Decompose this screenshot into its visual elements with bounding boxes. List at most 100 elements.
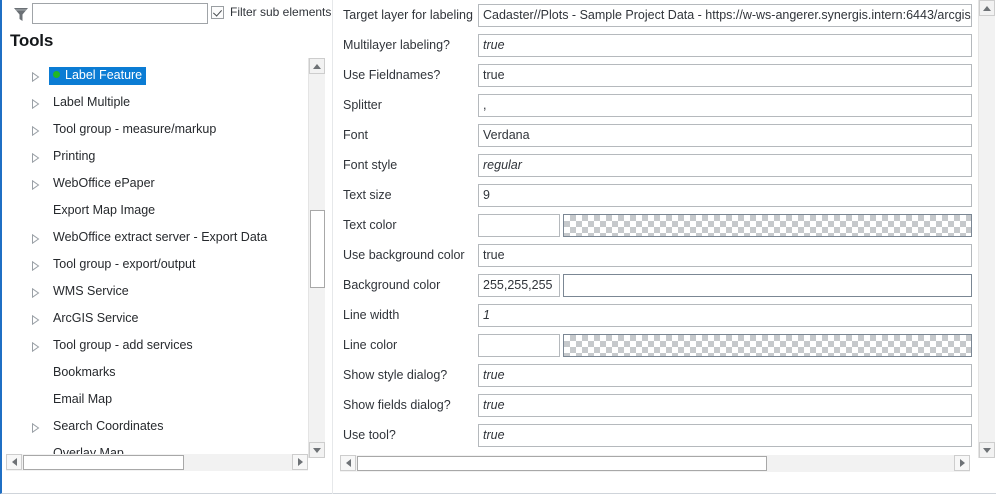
property-field: 255,255,255 [478, 270, 978, 300]
tree-item-label: Printing [53, 148, 96, 163]
scroll-left-button[interactable] [340, 455, 356, 471]
property-value-input[interactable]: true [478, 363, 972, 387]
scrollbar-thumb[interactable] [23, 455, 184, 470]
triangle-down-icon [983, 447, 991, 453]
tree-item[interactable]: WMS Service [2, 278, 308, 305]
property-field: , [478, 90, 978, 120]
tree-vertical-scrollbar[interactable] [308, 58, 325, 458]
scroll-right-button[interactable] [954, 455, 970, 471]
property-value-input[interactable]: Verdana [478, 123, 972, 147]
property-row: Use Fieldnames?true [332, 60, 978, 90]
filter-input[interactable] [32, 3, 208, 24]
triangle-up-icon [313, 63, 321, 69]
expand-arrow-icon[interactable] [31, 260, 40, 271]
property-value-input[interactable]: true [478, 63, 972, 87]
tree-item[interactable]: Export Map Image [2, 197, 308, 224]
tree-item-label: WebOffice ePaper [53, 175, 155, 190]
property-vertical-scrollbar[interactable] [978, 0, 995, 458]
expand-arrow-icon[interactable] [31, 341, 40, 352]
expand-arrow-icon[interactable] [31, 233, 40, 244]
property-row: Use background color true [332, 240, 978, 270]
expand-arrow-icon[interactable] [31, 179, 40, 190]
property-row: Show fields dialog?true [332, 390, 978, 420]
scrollbar-thumb[interactable] [310, 210, 325, 288]
triangle-left-icon [11, 458, 17, 466]
color-swatch[interactable] [563, 273, 972, 297]
tree-item[interactable]: Tool group - measure/markup [2, 116, 308, 143]
tree-item[interactable]: ArcGIS Service [2, 305, 308, 332]
funnel-icon [12, 6, 30, 22]
scrollbar-thumb[interactable] [357, 456, 767, 471]
property-value-input[interactable]: true [478, 393, 972, 417]
tree-item[interactable]: Tool group - export/output [2, 251, 308, 278]
property-label: Font [343, 128, 369, 142]
property-value-input[interactable]: true [478, 423, 972, 447]
property-row: Line width 1 [332, 300, 978, 330]
tree-item[interactable]: WebOffice extract server - Export Data [2, 224, 308, 251]
property-label: Line color [343, 338, 398, 352]
filter-bar: Filter sub elements [2, 0, 334, 28]
expand-arrow-icon[interactable] [31, 71, 40, 82]
filter-sub-elements-label: Filter sub elements [230, 5, 332, 19]
color-value-input[interactable] [478, 213, 560, 237]
tree-item-label: WMS Service [53, 283, 129, 298]
tree-item[interactable]: Tool group - add services [2, 332, 308, 359]
property-label: Use background color [343, 248, 465, 262]
tree-item[interactable]: WebOffice ePaper [2, 170, 308, 197]
property-value-input[interactable]: regular [478, 153, 972, 177]
checkbox-checked-icon[interactable] [211, 5, 224, 19]
property-field: regular [478, 150, 978, 180]
tree-item-label: Export Map Image [53, 202, 156, 217]
property-value-input[interactable]: 9 [478, 183, 972, 207]
tree-item[interactable]: Email Map [2, 386, 308, 413]
tree-item[interactable]: Printing [2, 143, 308, 170]
scroll-left-button[interactable] [6, 454, 22, 470]
color-value-input[interactable]: 255,255,255 [478, 273, 560, 297]
property-horizontal-scrollbar[interactable] [340, 455, 970, 472]
scroll-down-button[interactable] [979, 442, 995, 458]
tree-item-label: Tool group - add services [53, 337, 193, 352]
color-value-input[interactable] [478, 333, 560, 357]
status-dot-icon [53, 70, 60, 78]
scroll-right-button[interactable] [292, 454, 308, 470]
tree-item-label: Search Coordinates [53, 418, 164, 433]
property-label: Line width [343, 308, 400, 322]
triangle-right-icon [297, 458, 303, 466]
tree-item[interactable]: Label Feature [2, 62, 308, 89]
expand-arrow-icon[interactable] [31, 422, 40, 433]
property-value-input[interactable]: 1 [478, 303, 972, 327]
tree-horizontal-scrollbar[interactable] [6, 454, 308, 471]
property-field: 9 [478, 180, 978, 210]
property-row: Font Verdana [332, 120, 978, 150]
scroll-up-button[interactable] [979, 0, 995, 16]
scroll-down-button[interactable] [309, 442, 325, 458]
property-value-input[interactable]: Cadaster//Plots - Sample Project Data - … [478, 3, 972, 27]
expand-arrow-icon[interactable] [31, 98, 40, 109]
filter-sub-elements-checkbox[interactable]: Filter sub elements [211, 5, 331, 19]
scroll-up-button[interactable] [309, 58, 325, 74]
tree-item-label: Email Map [53, 391, 113, 406]
expand-arrow-icon[interactable] [31, 287, 40, 298]
tree-item[interactable]: Label Multiple [2, 89, 308, 116]
property-field: Verdana [478, 120, 978, 150]
expand-arrow-icon[interactable] [31, 152, 40, 163]
expand-arrow-icon[interactable] [31, 314, 40, 325]
property-row: Splitter, [332, 90, 978, 120]
property-row: Show style dialog?true [332, 360, 978, 390]
transparent-color-swatch[interactable] [563, 213, 972, 237]
tools-heading: Tools [10, 31, 54, 50]
tree-item[interactable]: Bookmarks [2, 359, 308, 386]
tree-item[interactable]: Search Coordinates [2, 413, 308, 440]
transparent-color-swatch[interactable] [563, 333, 972, 357]
expand-arrow-icon[interactable] [31, 125, 40, 136]
tree-item-text: Label Feature [65, 67, 143, 82]
property-value-input[interactable]: , [478, 93, 972, 117]
property-value-input[interactable]: true [478, 243, 972, 267]
tree-item-label: ArcGIS Service [53, 310, 139, 325]
property-field [478, 330, 978, 360]
property-value-input[interactable]: true [478, 33, 972, 57]
